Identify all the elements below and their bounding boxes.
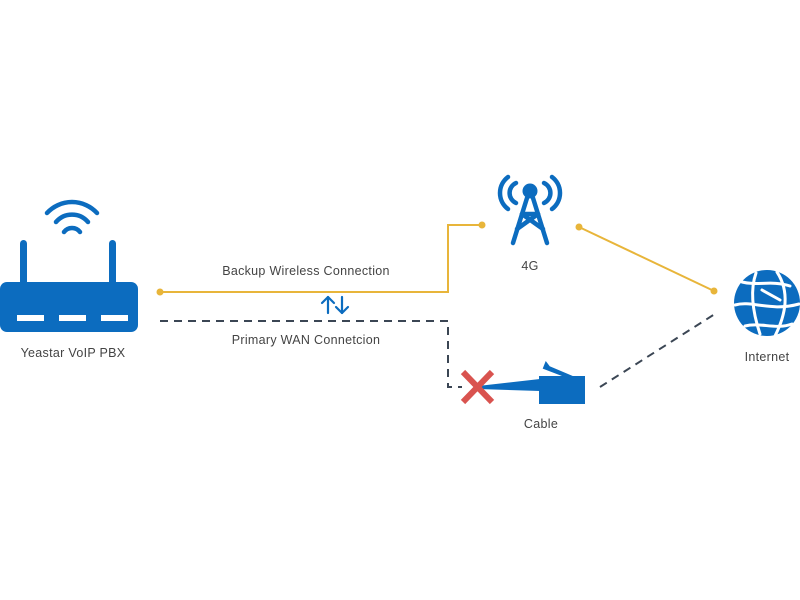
primary-link-label: Primary WAN Connetcion <box>232 333 381 347</box>
cable-node: Cable <box>460 360 585 431</box>
ethernet-plug-icon <box>478 360 585 404</box>
internet-label: Internet <box>745 350 790 364</box>
tower-link-endpoint <box>575 223 583 231</box>
swap-arrows-icon <box>320 295 350 315</box>
tower-label: 4G <box>521 259 538 273</box>
internet-node: Internet <box>733 270 800 364</box>
failure-x-icon <box>460 369 495 405</box>
cell-tower-icon <box>497 174 563 246</box>
pbx-node: Yeastar VoIP PBX <box>0 199 138 360</box>
wifi-router-icon <box>0 199 138 332</box>
backup-link-endpoint-pbx <box>156 288 164 296</box>
internet-link-endpoint <box>710 287 718 295</box>
tower-internet-line <box>578 226 715 292</box>
primary-wan-link <box>160 311 719 388</box>
primary-link-line <box>160 320 462 388</box>
backup-link-endpoint-tower <box>478 221 486 229</box>
cable-internet-line <box>599 311 719 388</box>
backup-link-label: Backup Wireless Connection <box>222 264 390 278</box>
globe-icon <box>733 270 800 338</box>
pbx-label: Yeastar VoIP PBX <box>21 346 126 360</box>
backup-wireless-link <box>156 221 718 296</box>
tower-node: 4G <box>497 174 563 273</box>
cable-label: Cable <box>524 417 558 431</box>
backup-link-line <box>160 224 482 293</box>
